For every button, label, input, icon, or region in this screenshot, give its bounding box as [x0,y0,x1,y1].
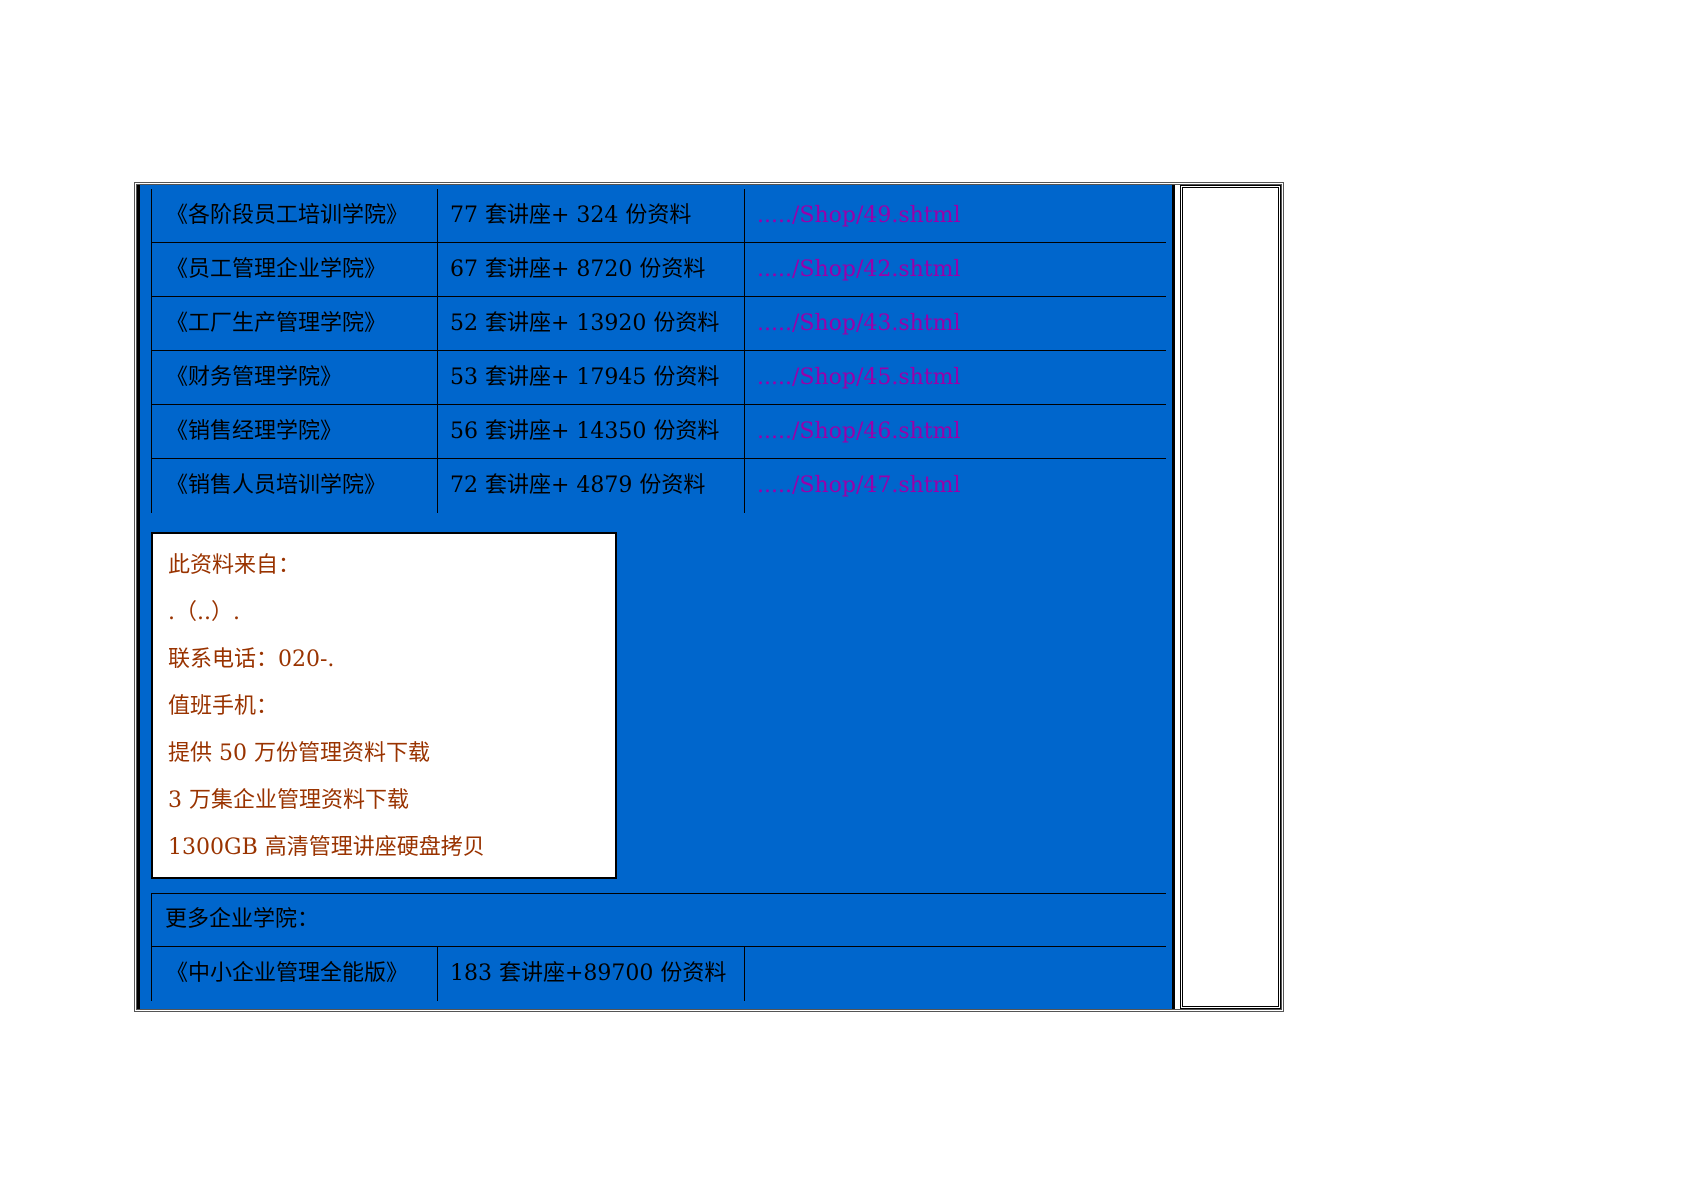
academy-count: 77 套讲座+ 324 份资料 [437,189,744,243]
info-source-label: 此资料来自： [168,553,301,578]
info-mobile: 值班手机： [168,694,279,719]
academy-count: 56 套讲座+ 14350 份资料 [437,405,744,459]
info-offer-3: 1300GB 高清管理讲座硬盘拷贝 [168,835,485,860]
info-source: .（..）. [168,600,240,625]
academy-link[interactable]: ...../Shop/42.shtml [744,243,1166,297]
academy-link[interactable] [744,947,1166,1001]
table-row: 《工厂生产管理学院》 52 套讲座+ 13920 份资料 ...../Shop/… [151,297,1166,351]
academy-link[interactable]: ...../Shop/49.shtml [744,189,1166,243]
academy-count: 72 套讲座+ 4879 份资料 [437,459,744,513]
info-offer-2: 3 万集企业管理资料下载 [168,788,409,813]
academy-link[interactable]: ...../Shop/43.shtml [744,297,1166,351]
more-academies-heading: 更多企业学院： [151,893,1166,947]
academy-name: 《中小企业管理全能版》 [151,947,437,1001]
academy-name: 《销售人员培训学院》 [151,459,437,513]
academy-name: 《销售经理学院》 [151,405,437,459]
table-row: 《销售经理学院》 56 套讲座+ 14350 份资料 ...../Shop/46… [151,405,1166,459]
side-box [1180,185,1281,1009]
info-phone: 联系电话：020-. [168,647,335,672]
academy-name: 《员工管理企业学院》 [151,243,437,297]
academy-link[interactable]: ...../Shop/45.shtml [744,351,1166,405]
table-row: 《各阶段员工培训学院》 77 套讲座+ 324 份资料 ...../Shop/4… [151,189,1166,243]
table-row: 《财务管理学院》 53 套讲座+ 17945 份资料 ...../Shop/45… [151,351,1166,405]
academy-name: 《各阶段员工培训学院》 [151,189,437,243]
academy-count: 53 套讲座+ 17945 份资料 [437,351,744,405]
academy-count: 67 套讲座+ 8720 份资料 [437,243,744,297]
academy-link[interactable]: ...../Shop/46.shtml [744,405,1166,459]
contact-info-box: 此资料来自： .（..）. 联系电话：020-. 值班手机： 提供 50 万份管… [151,532,617,879]
academy-count: 183 套讲座+89700 份资料 [437,947,744,1001]
table-row: 《销售人员培训学院》 72 套讲座+ 4879 份资料 ...../Shop/4… [151,459,1166,513]
academy-name: 《工厂生产管理学院》 [151,297,437,351]
table-row: 《员工管理企业学院》 67 套讲座+ 8720 份资料 ...../Shop/4… [151,243,1166,297]
academy-link[interactable]: ...../Shop/47.shtml [744,459,1166,513]
academy-name: 《财务管理学院》 [151,351,437,405]
academy-count: 52 套讲座+ 13920 份资料 [437,297,744,351]
table-row: 《中小企业管理全能版》 183 套讲座+89700 份资料 [151,947,1166,1001]
info-offer-1: 提供 50 万份管理资料下载 [168,741,430,766]
